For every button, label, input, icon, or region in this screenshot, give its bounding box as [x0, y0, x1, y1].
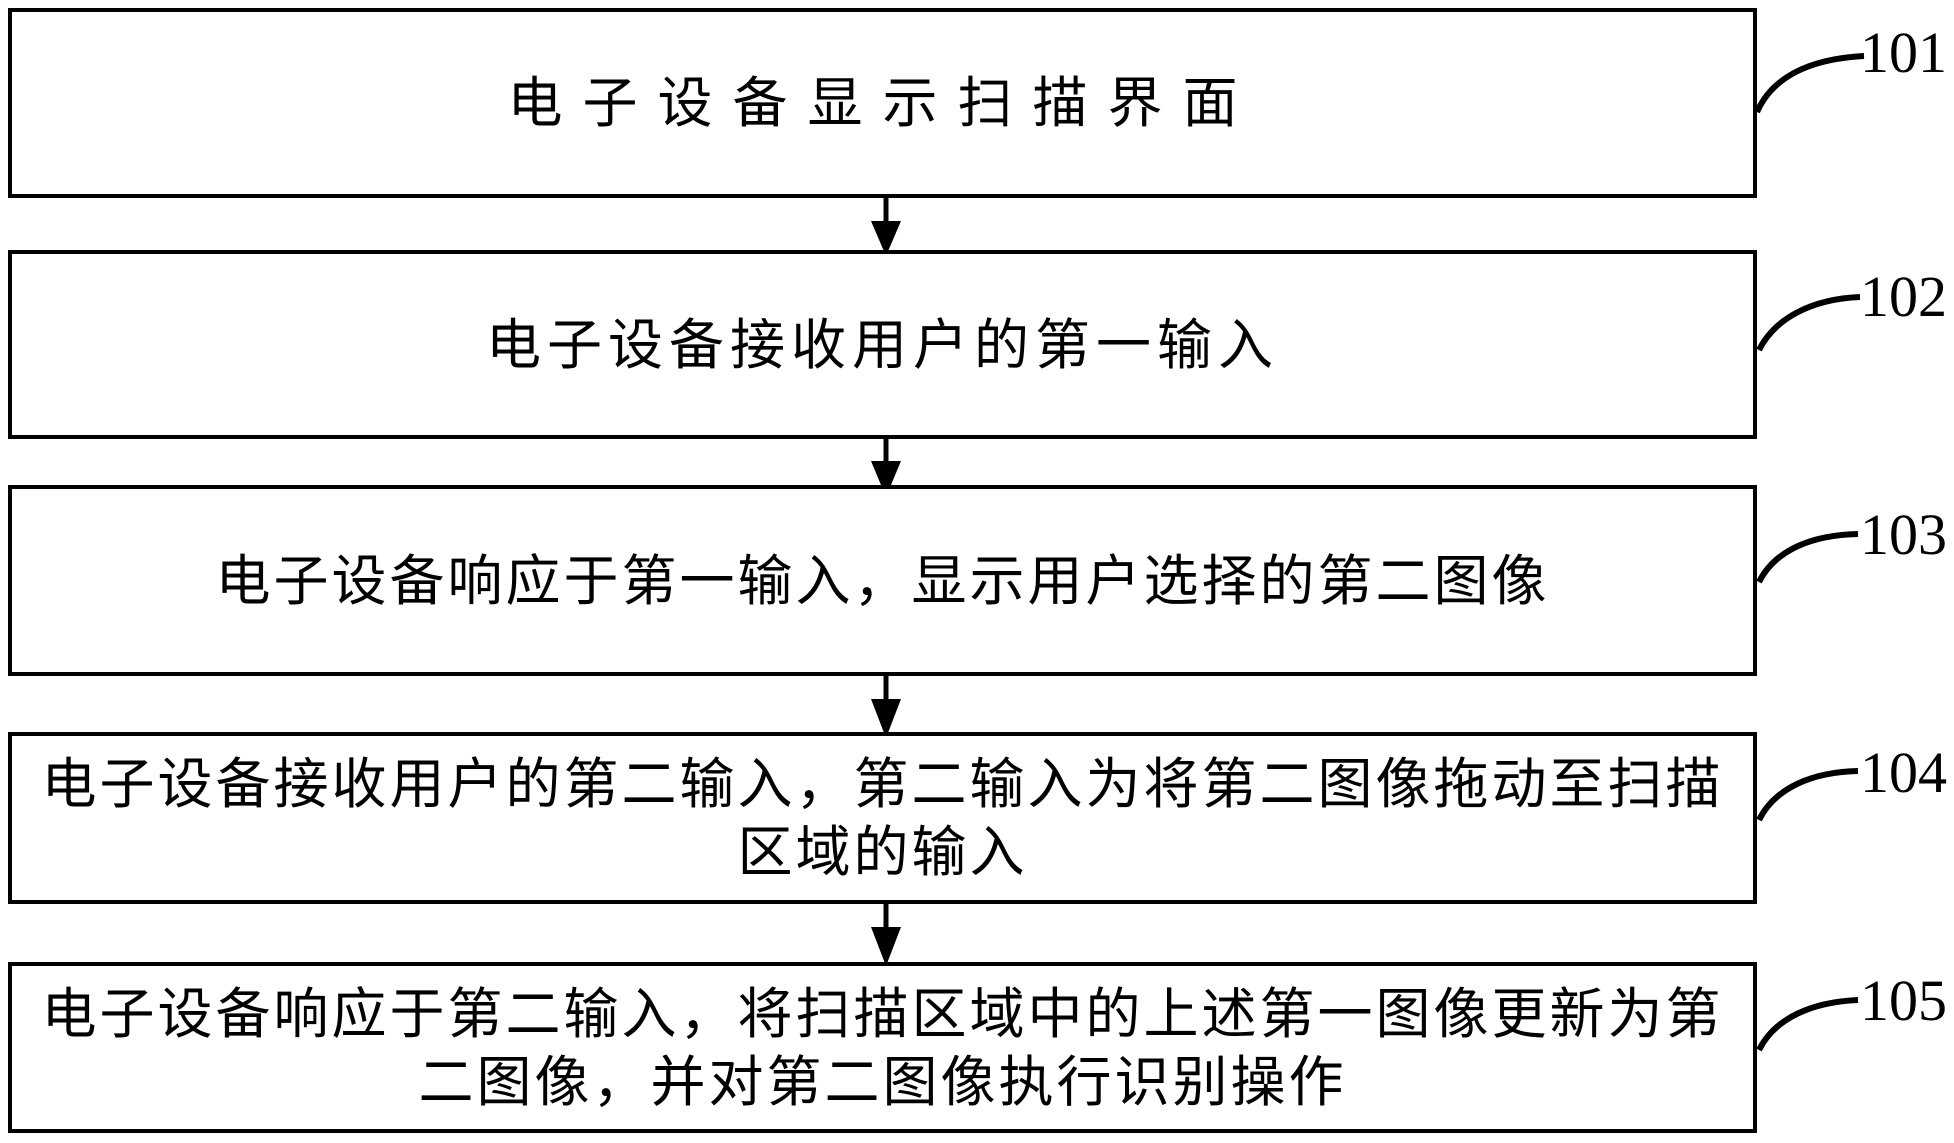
- flow-step-box-103: 电子设备响应于第一输入，显示用户选择的第二图像: [8, 485, 1757, 676]
- down-arrow-icon: [871, 198, 901, 256]
- flow-step-box-102: 电子设备接收用户的第一输入: [8, 250, 1757, 439]
- ref-leader-line: [1754, 53, 1865, 114]
- ref-label-103: 103: [1860, 502, 1947, 567]
- ref-leader-line: [1756, 531, 1859, 584]
- flow-step-text: 电子设备接收用户的第一输入: [485, 312, 1279, 377]
- ref-label-102: 102: [1860, 264, 1947, 329]
- ref-label-105: 105: [1860, 968, 1947, 1033]
- flow-step-text: 电子设备显示扫描界面: [507, 71, 1258, 135]
- ref-leader-line: [1756, 768, 1859, 822]
- flow-step-box-105: 电子设备响应于第二输入，将扫描区域中的上述第一图像更新为第二图像，并对第二图像执…: [8, 962, 1757, 1133]
- flow-step-text: 电子设备接收用户的第二输入，第二输入为将第二图像拖动至扫描区域的输入: [41, 752, 1724, 884]
- flow-step-text: 电子设备响应于第一输入，显示用户选择的第二图像: [215, 548, 1550, 613]
- flow-step-box-104: 电子设备接收用户的第二输入，第二输入为将第二图像拖动至扫描区域的输入: [8, 732, 1757, 904]
- down-arrow-icon: [871, 676, 901, 738]
- ref-label-101: 101: [1860, 20, 1947, 85]
- flow-step-box-101: 电子设备显示扫描界面: [8, 8, 1757, 198]
- flow-step-text: 电子设备响应于第二输入，将扫描区域中的上述第一图像更新为第二图像，并对第二图像执…: [41, 981, 1724, 1114]
- ref-label-104: 104: [1860, 740, 1947, 805]
- ref-leader-line: [1756, 997, 1859, 1052]
- down-arrow-icon: [871, 904, 901, 966]
- ref-leader-line: [1756, 294, 1861, 352]
